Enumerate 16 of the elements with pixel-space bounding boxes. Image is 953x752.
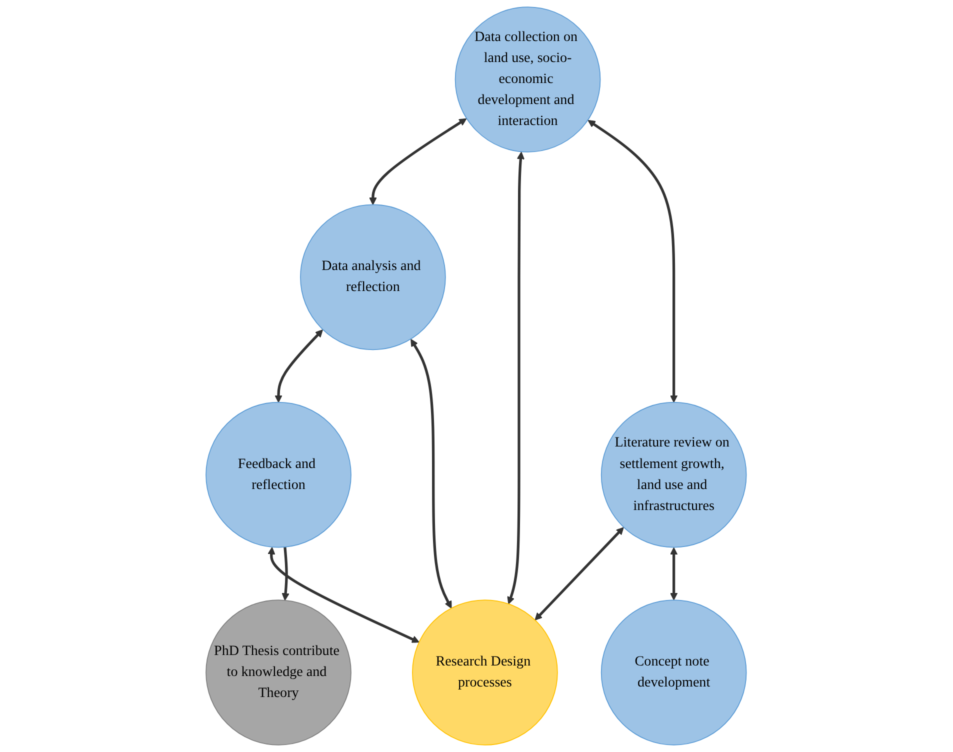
node-circle: Literature review on settlement growth, land use and infrastructures — [601, 402, 748, 548]
arrow — [274, 329, 324, 403]
arrow — [369, 118, 468, 206]
node-circle: Data analysis and reflection — [300, 204, 446, 350]
arrow — [588, 120, 678, 403]
arrow — [670, 547, 678, 600]
node-circle: Research Design processes — [412, 600, 558, 746]
arrow — [282, 546, 290, 601]
arrow — [410, 338, 452, 609]
arrow — [508, 152, 525, 604]
node-circle: Concept note development — [601, 600, 748, 746]
arrow — [268, 547, 420, 643]
node-circle: PhD Thesis contribute to knowledge and Theory — [206, 600, 352, 746]
node-circle: Feedback and reflection — [206, 402, 352, 548]
arrow — [535, 527, 624, 620]
node-circle: Data collection on land use, socio-economic development and interaction — [455, 6, 602, 152]
